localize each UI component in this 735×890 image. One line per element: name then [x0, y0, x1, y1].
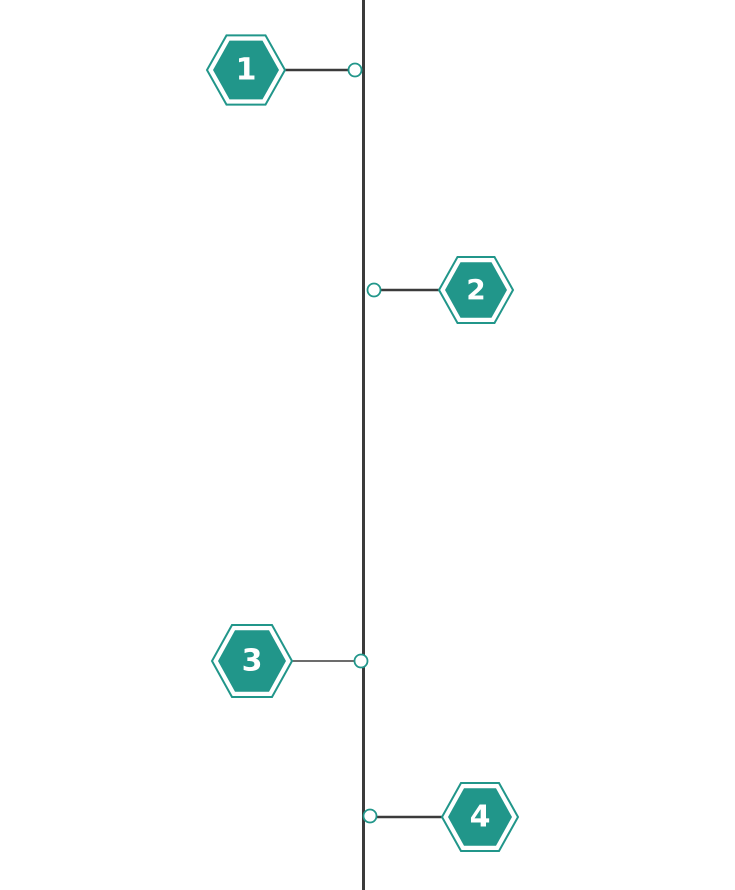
- milestone-2-node: [366, 282, 382, 298]
- milestone-1: 1: [205, 34, 363, 106]
- milestone-2: 2: [366, 256, 515, 324]
- milestone-3-badge: [218, 630, 286, 692]
- milestone-2-number: 2: [466, 273, 485, 306]
- milestone-1-node: [347, 62, 363, 78]
- milestone-1-badge: [213, 40, 279, 100]
- milestone-3: 3: [210, 624, 369, 698]
- milestone-2-badge: [445, 262, 507, 318]
- milestone-4-badge: [448, 788, 512, 846]
- milestone-1-number: 1: [236, 53, 257, 88]
- milestone-4: 4: [362, 782, 520, 852]
- milestone-4-node: [362, 808, 378, 824]
- milestone-3-node: [353, 653, 369, 669]
- milestone-3-number: 3: [242, 644, 263, 679]
- milestone-4-number: 4: [470, 800, 491, 835]
